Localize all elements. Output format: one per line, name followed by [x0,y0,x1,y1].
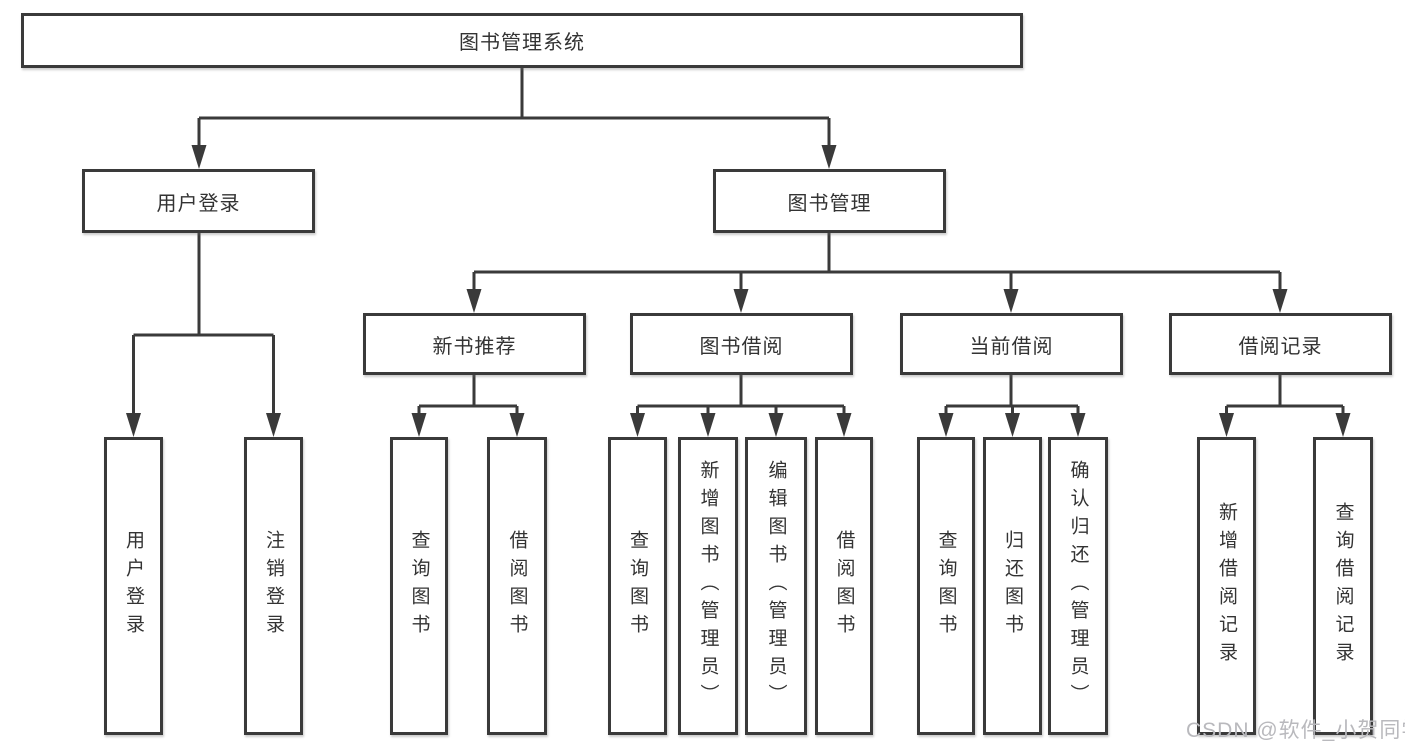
node-book-borrow-label: 图书借阅 [699,335,784,358]
node-book-management: 图书管理 [713,169,946,233]
node-recommend-borrow-books: 借阅图书 [487,437,547,735]
node-borrow-records: 借阅记录 [1169,313,1392,375]
node-logout-action: 注销登录 [244,437,303,735]
node-user-login: 用户登录 [82,169,315,233]
node-confirm-return-admin-label: 确认归还（管理员） [1067,460,1089,712]
node-logout-action-label: 注销登录 [263,530,284,642]
csdn-watermark: CSDN @软件_小贺同学 [1186,719,1405,742]
node-add-borrow-record-label: 新增借阅记录 [1216,502,1237,670]
node-login-action-label: 用户登录 [123,530,144,642]
node-new-book-recommend-label: 新书推荐 [432,335,517,358]
node-borrow-records-label: 借阅记录 [1238,335,1323,358]
node-return-books: 归还图书 [983,437,1042,735]
node-recommend-query-books: 查询图书 [390,437,448,735]
node-new-book-recommend: 新书推荐 [363,313,586,375]
node-root-label: 图书管理系统 [459,32,585,54]
node-login-action: 用户登录 [104,437,163,735]
node-borrow-books-label: 借阅图书 [833,530,855,642]
node-current-query-books-label: 查询图书 [935,530,957,642]
arrowheads [126,145,1351,437]
node-add-books-admin: 新增图书（管理员） [678,437,738,735]
node-borrow-query-books: 查询图书 [608,437,667,735]
node-current-borrow: 当前借阅 [900,313,1123,375]
node-confirm-return-admin: 确认归还（管理员） [1048,437,1108,735]
node-borrow-query-books-label: 查询图书 [627,530,648,642]
node-user-login-label: 用户登录 [156,192,241,215]
node-add-books-admin-label: 新增图书（管理员） [697,460,719,712]
node-query-borrow-record: 查询借阅记录 [1313,437,1373,735]
node-recommend-query-books-label: 查询图书 [408,530,430,642]
node-root: 图书管理系统 [21,13,1023,68]
node-recommend-borrow-books-label: 借阅图书 [506,530,528,642]
node-edit-books-admin: 编辑图书（管理员） [745,437,807,735]
node-return-books-label: 归还图书 [1002,530,1023,642]
node-current-borrow-label: 当前借阅 [969,335,1054,358]
node-book-management-label: 图书管理 [787,192,872,215]
node-current-query-books: 查询图书 [917,437,975,735]
node-query-borrow-record-label: 查询借阅记录 [1332,502,1354,670]
node-edit-books-admin-label: 编辑图书（管理员） [765,460,787,712]
node-add-borrow-record: 新增借阅记录 [1197,437,1256,735]
node-book-borrow: 图书借阅 [630,313,853,375]
node-borrow-books: 借阅图书 [815,437,873,735]
